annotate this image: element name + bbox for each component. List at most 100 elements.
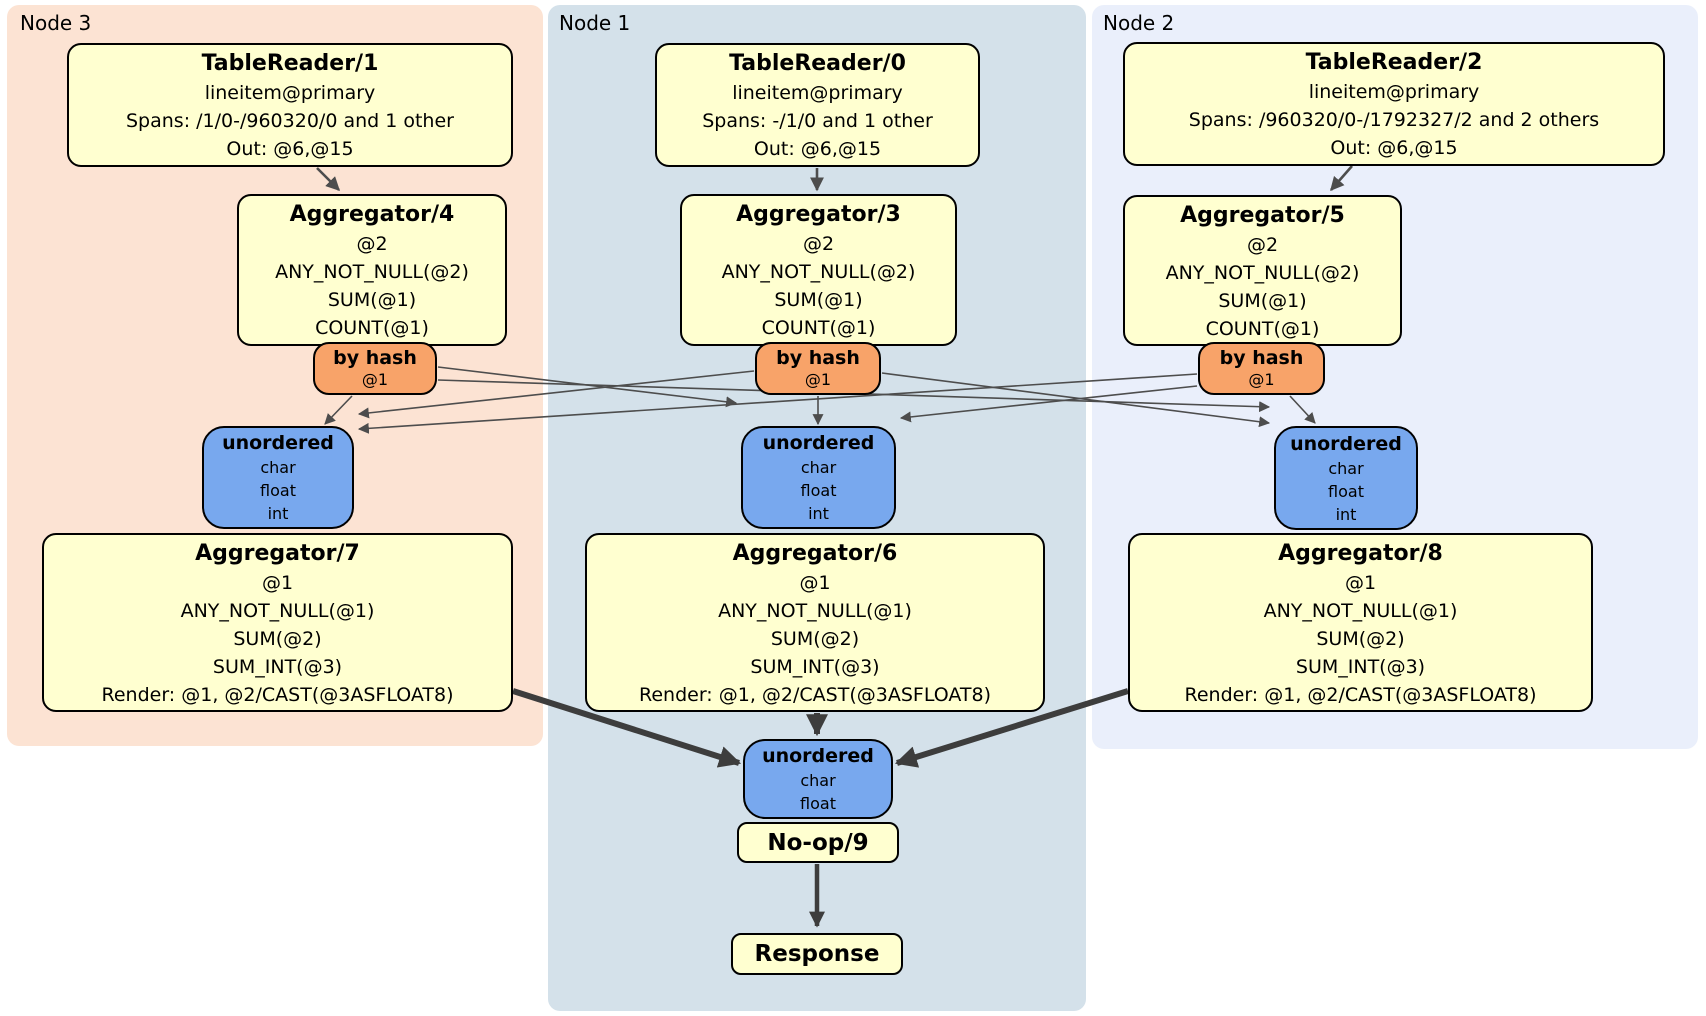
processor-noop-9: No-op/9 [737, 822, 899, 863]
processor-title: Aggregator/4 [289, 202, 455, 227]
processor-detail: @2 [1246, 234, 1279, 256]
processor-detail: Out: @6,@15 [753, 138, 882, 160]
sync-detail: int [1335, 504, 1357, 524]
processor-detail: SUM_INT(@3) [212, 656, 343, 678]
processor-title: TableReader/2 [1305, 50, 1483, 75]
processor-detail: Render: @1, @2/CAST(@3ASFLOAT8) [639, 684, 991, 706]
processor-detail: @1 [261, 572, 294, 594]
processor-detail: @1 [799, 572, 831, 594]
processor-detail: @1 [1344, 572, 1377, 594]
processor-detail: Render: @1, @2/CAST(@3ASFLOAT8) [101, 684, 454, 706]
processor-detail: COUNT(@1) [1205, 318, 1320, 340]
sync-detail: char [800, 458, 837, 477]
processor-detail: lineitem@primary [732, 82, 903, 104]
processor-title: Aggregator/8 [1278, 541, 1443, 566]
processor-detail: SUM(@2) [1316, 628, 1405, 650]
router-by-hash-node2: by hash @1 [1198, 342, 1325, 395]
router-detail: @1 [804, 370, 832, 389]
router-title: by hash [1219, 347, 1304, 369]
processor-title: Aggregator/6 [732, 541, 898, 566]
processor-title: Response [754, 941, 880, 967]
edge-hash2-sync2 [1289, 395, 1316, 424]
sync-detail: int [808, 504, 829, 523]
sync-detail: float [800, 794, 836, 813]
processor-tablereader-2: TableReader/2 lineitem@primary Spans: /9… [1123, 42, 1665, 166]
sync-detail: float [1328, 481, 1364, 501]
node1-label: Node 1 [559, 11, 631, 35]
sync-detail: char [800, 771, 836, 790]
sync-unordered-node2: unordered char float int [1274, 426, 1418, 530]
sync-title: unordered [762, 745, 874, 767]
processor-detail: ANY_NOT_NULL(@1) [1263, 600, 1458, 622]
edge-hash2-sync1 [899, 385, 1198, 423]
sync-unordered-final: unordered char float [743, 739, 893, 819]
processor-aggregator-5: Aggregator/5 @2 ANY_NOT_NULL(@2) SUM(@1)… [1123, 195, 1402, 346]
processor-detail: SUM(@2) [770, 628, 860, 650]
sync-title: unordered [762, 432, 875, 454]
processor-detail: SUM(@1) [1218, 290, 1307, 312]
processor-detail: SUM(@2) [233, 628, 322, 650]
processor-detail: SUM(@1) [774, 289, 863, 311]
processor-detail: @2 [356, 233, 388, 255]
processor-detail: ANY_NOT_NULL(@1) [180, 600, 375, 622]
sync-detail: float [260, 481, 296, 500]
processor-detail: ANY_NOT_NULL(@1) [718, 600, 912, 622]
processor-tablereader-1: TableReader/1 lineitem@primary Spans: /1… [67, 43, 513, 167]
node2-label: Node 2 [1103, 11, 1175, 35]
edge-agg7-syncfinal [512, 688, 742, 768]
processor-detail: lineitem@primary [204, 82, 376, 104]
processor-aggregator-4: Aggregator/4 @2 ANY_NOT_NULL(@2) SUM(@1)… [237, 194, 507, 346]
processor-aggregator-7: Aggregator/7 @1 ANY_NOT_NULL(@1) SUM(@2)… [42, 533, 513, 712]
processor-detail: ANY_NOT_NULL(@2) [721, 261, 916, 283]
processor-title: No-op/9 [767, 829, 869, 856]
edge-tr1-agg4 [316, 167, 340, 191]
edge-agg8-syncfinal [894, 688, 1129, 768]
edge-tr2-agg5 [1330, 165, 1353, 192]
processor-detail: Out: @6,@15 [226, 138, 354, 160]
processor-detail: COUNT(@1) [315, 317, 429, 339]
edge-hash1-sync2 [881, 372, 1271, 428]
sync-detail: char [260, 458, 296, 477]
sync-detail: int [267, 504, 289, 523]
sync-unordered-node1: unordered char float int [741, 426, 896, 529]
router-detail: @1 [361, 370, 389, 389]
router-by-hash-node3: by hash @1 [313, 342, 437, 395]
sync-unordered-node3: unordered char float int [202, 426, 354, 529]
processor-title: Aggregator/5 [1180, 203, 1345, 228]
processor-detail: COUNT(@1) [761, 317, 876, 339]
processor-aggregator-6: Aggregator/6 @1 ANY_NOT_NULL(@1) SUM(@2)… [585, 533, 1045, 712]
node3-label: Node 3 [20, 11, 92, 35]
sync-title: unordered [1290, 432, 1402, 455]
sync-detail: char [1328, 458, 1364, 478]
router-title: by hash [776, 347, 860, 369]
processor-detail: @2 [802, 233, 835, 255]
processor-detail: Out: @6,@15 [1330, 137, 1458, 159]
router-title: by hash [333, 347, 417, 369]
processor-title: Aggregator/3 [736, 202, 901, 227]
router-detail: @1 [1248, 370, 1275, 389]
processor-title: TableReader/0 [729, 51, 906, 76]
edge-hash1-sync3 [357, 370, 755, 419]
edge-hash3-sync3 [324, 395, 353, 425]
processor-tablereader-0: TableReader/0 lineitem@primary Spans: -/… [655, 43, 980, 167]
processor-response: Response [731, 933, 903, 975]
sync-title: unordered [222, 432, 334, 454]
processor-detail: SUM_INT(@3) [750, 656, 880, 678]
router-by-hash-node1: by hash @1 [755, 342, 881, 395]
processor-detail: ANY_NOT_NULL(@2) [275, 261, 469, 283]
processor-detail: Spans: /960320/0-/1792327/2 and 2 others [1188, 109, 1600, 131]
processor-detail: SUM(@1) [327, 289, 417, 311]
processor-detail: Spans: /1/0-/960320/0 and 1 other [126, 110, 454, 132]
edge-hash2-sync3 [357, 373, 1198, 434]
processor-detail: lineitem@primary [1308, 81, 1480, 103]
processor-title: Aggregator/7 [195, 541, 360, 566]
processor-aggregator-3: Aggregator/3 @2 ANY_NOT_NULL(@2) SUM(@1)… [680, 194, 957, 346]
processor-detail: SUM_INT(@3) [1295, 656, 1426, 678]
processor-aggregator-8: Aggregator/8 @1 ANY_NOT_NULL(@1) SUM(@2)… [1128, 533, 1593, 712]
processor-detail: Render: @1, @2/CAST(@3ASFLOAT8) [1184, 684, 1537, 706]
sync-detail: float [800, 481, 837, 500]
processor-detail: ANY_NOT_NULL(@2) [1165, 262, 1360, 284]
processor-detail: Spans: -/1/0 and 1 other [702, 110, 933, 132]
